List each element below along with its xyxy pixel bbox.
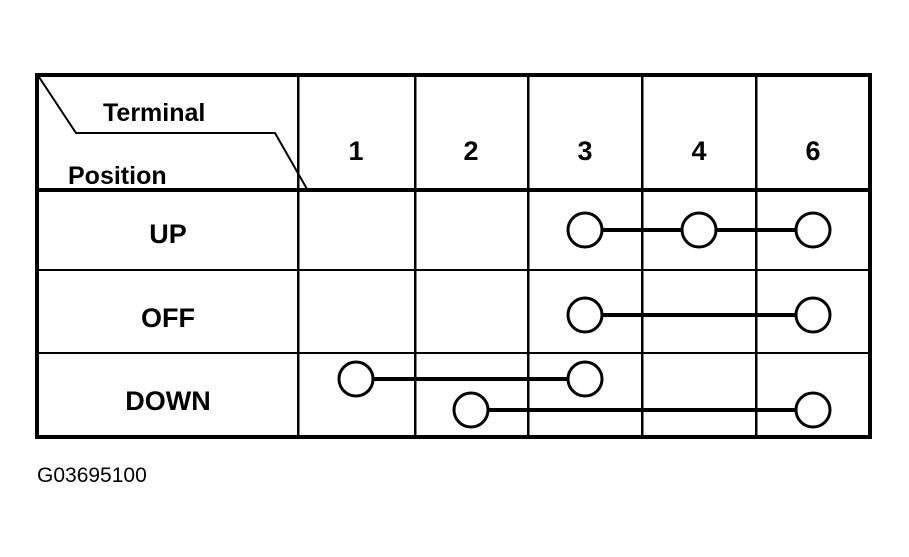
column-header-6: 6	[805, 136, 820, 166]
continuity-group-off	[566, 296, 832, 334]
continuity-node-up-6	[794, 211, 832, 249]
header-position-label: Position	[68, 162, 167, 190]
continuity-node-off-6	[794, 296, 832, 334]
continuity-node-down-2	[452, 391, 490, 429]
continuity-node-off-3	[566, 296, 604, 334]
figure-caption: G03695100	[37, 464, 147, 487]
header-diagonal-divider	[38, 76, 308, 190]
continuity-node-up-3	[566, 211, 604, 249]
row-label-down: DOWN	[125, 386, 210, 416]
continuity-node-down-1	[337, 360, 375, 398]
row-label-up: UP	[149, 219, 187, 249]
continuity-node-down-3	[566, 360, 604, 398]
continuity-group-up	[566, 211, 832, 249]
column-header-1: 1	[348, 136, 363, 166]
table-border	[35, 73, 872, 439]
continuity-node-up-4	[680, 211, 718, 249]
continuity-group-down	[337, 360, 832, 429]
row-label-off: OFF	[141, 303, 195, 333]
continuity-node-down-6	[794, 391, 832, 429]
column-header-4: 4	[691, 136, 706, 166]
column-header-2: 2	[463, 136, 478, 166]
column-header-3: 3	[577, 136, 592, 166]
header-terminal-label: Terminal	[103, 99, 205, 127]
